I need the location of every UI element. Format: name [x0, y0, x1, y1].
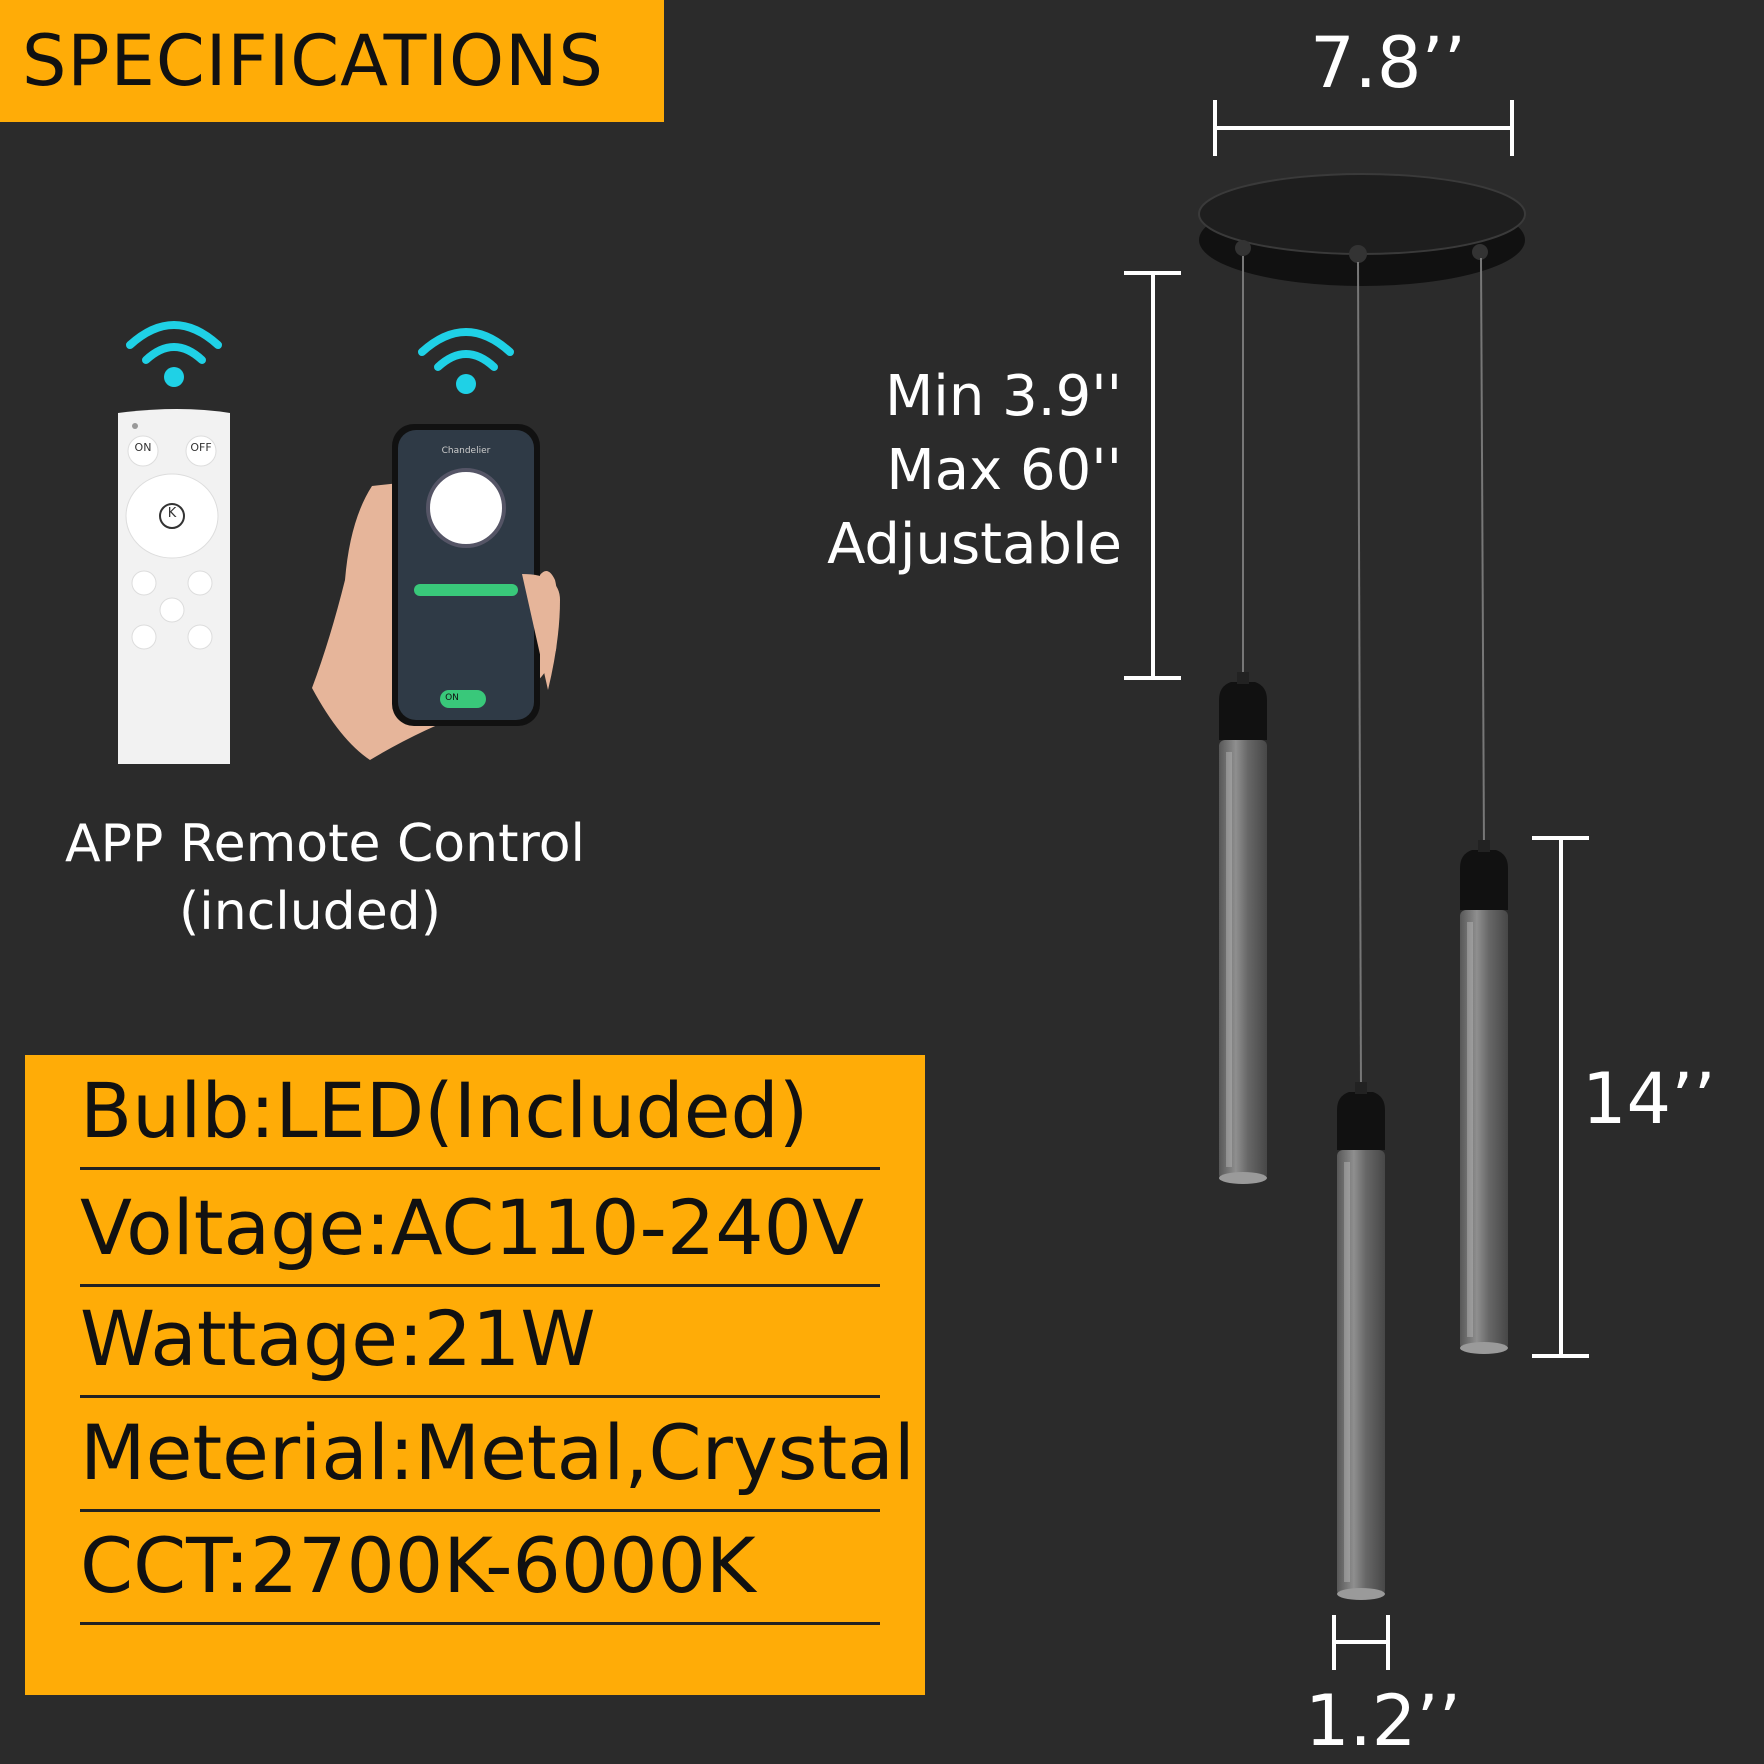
control-caption-line2: (included)	[179, 882, 441, 942]
control-caption-line1: APP Remote Control	[65, 814, 585, 874]
phone-app-title: Chandelier	[441, 446, 491, 456]
cable-adjustable-label: Adjustable	[827, 512, 1122, 577]
spec-voltage: Voltage:AC110-240V	[80, 1172, 880, 1287]
crystal-tube-right	[1460, 840, 1508, 1354]
tube-length-dimension-line	[1532, 836, 1589, 1358]
spec-material: Meterial:Metal,Crystal	[80, 1397, 915, 1512]
specification-panel: Bulb:LED(Included) Voltage:AC110-240V Wa…	[25, 1055, 925, 1695]
ceiling-canopy	[1198, 173, 1526, 286]
remote-on-label: ON	[134, 441, 152, 454]
wifi-icon	[418, 328, 514, 394]
tube-length-label: 14’’	[1582, 1058, 1716, 1140]
canopy-width-dimension-line	[1213, 100, 1514, 156]
hand-with-phone	[312, 424, 560, 760]
spec-bulb: Bulb:LED(Included)	[80, 1055, 880, 1170]
wifi-icon	[126, 321, 222, 387]
spec-wattage: Wattage:21W	[80, 1283, 880, 1398]
cable-length-dimension-line	[1124, 271, 1181, 680]
remote-off-label: OFF	[190, 441, 212, 454]
remote-center-label: K	[167, 506, 177, 521]
crystal-tube-middle	[1337, 1082, 1385, 1600]
cable-max-label: Max 60''	[886, 438, 1122, 503]
remote-control	[118, 409, 230, 764]
page-title: SPECIFICATIONS	[0, 0, 664, 122]
pendant-cables	[1242, 256, 1485, 1093]
crystal-tube-left	[1219, 672, 1267, 1184]
spec-cct: CCT:2700K-6000K	[80, 1510, 880, 1625]
phone-toggle-label: ON	[445, 693, 459, 703]
tube-diameter-label: 1.2’’	[1305, 1680, 1461, 1762]
cable-min-label: Min 3.9''	[884, 364, 1122, 429]
canopy-width-label: 7.8’’	[1310, 22, 1466, 104]
tube-diameter-dimension-line	[1332, 1615, 1390, 1670]
